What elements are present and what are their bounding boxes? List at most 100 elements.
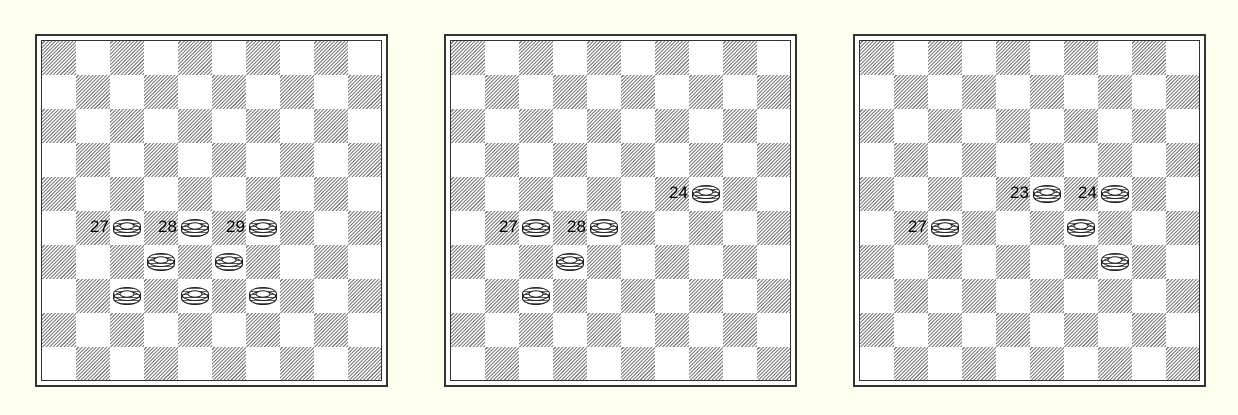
dark-square bbox=[860, 313, 894, 347]
square-number-label: 27 bbox=[90, 218, 109, 235]
checker-piece bbox=[214, 250, 244, 272]
dark-square bbox=[1132, 177, 1166, 211]
dark-square bbox=[76, 279, 110, 313]
light-square bbox=[212, 109, 246, 143]
checker-piece bbox=[1100, 182, 1130, 204]
light-square bbox=[485, 109, 519, 143]
dark-square bbox=[553, 279, 587, 313]
light-square bbox=[42, 347, 76, 381]
dark-square bbox=[587, 109, 621, 143]
dark-square bbox=[212, 347, 246, 381]
light-square bbox=[996, 75, 1030, 109]
dark-square bbox=[962, 75, 996, 109]
dark-square bbox=[553, 143, 587, 177]
dark-square bbox=[1098, 347, 1132, 381]
light-square bbox=[1098, 313, 1132, 347]
dark-square bbox=[348, 279, 382, 313]
dark-square bbox=[110, 177, 144, 211]
dark-square bbox=[655, 313, 689, 347]
dark-square bbox=[348, 75, 382, 109]
light-square bbox=[1030, 41, 1064, 75]
light-square bbox=[280, 313, 314, 347]
light-square bbox=[587, 279, 621, 313]
checker-piece bbox=[112, 216, 142, 238]
square-number-label: 27 bbox=[499, 218, 518, 235]
light-square bbox=[962, 245, 996, 279]
light-square bbox=[723, 75, 757, 109]
light-square bbox=[212, 41, 246, 75]
light-square bbox=[962, 41, 996, 75]
dark-square bbox=[621, 143, 655, 177]
checker-piece bbox=[248, 216, 278, 238]
dark-square bbox=[348, 211, 382, 245]
dark-square bbox=[314, 245, 348, 279]
dark-square bbox=[519, 109, 553, 143]
checker-piece bbox=[180, 284, 210, 306]
checker-piece bbox=[1100, 250, 1130, 272]
light-square bbox=[723, 211, 757, 245]
light-square bbox=[894, 109, 928, 143]
light-square bbox=[76, 177, 110, 211]
dark-square bbox=[178, 313, 212, 347]
dark-square bbox=[1098, 143, 1132, 177]
dark-square bbox=[996, 109, 1030, 143]
light-square bbox=[1098, 41, 1132, 75]
dark-square bbox=[928, 41, 962, 75]
light-square bbox=[1132, 75, 1166, 109]
dark-square bbox=[1132, 109, 1166, 143]
light-square bbox=[1098, 109, 1132, 143]
checker-piece bbox=[555, 250, 585, 272]
dark-square bbox=[485, 75, 519, 109]
dark-square bbox=[928, 245, 962, 279]
dark-square bbox=[1132, 245, 1166, 279]
light-square bbox=[723, 347, 757, 381]
dark-square bbox=[655, 41, 689, 75]
light-square bbox=[1030, 109, 1064, 143]
dark-square bbox=[144, 75, 178, 109]
light-square bbox=[860, 211, 894, 245]
light-square bbox=[1166, 177, 1200, 211]
dark-square bbox=[314, 313, 348, 347]
light-square bbox=[1064, 279, 1098, 313]
light-square bbox=[757, 177, 791, 211]
board-grid bbox=[451, 41, 791, 381]
dark-square bbox=[178, 109, 212, 143]
dark-square bbox=[860, 245, 894, 279]
light-square bbox=[314, 143, 348, 177]
square-number-label: 28 bbox=[567, 218, 586, 235]
dark-square bbox=[689, 347, 723, 381]
dark-square bbox=[42, 41, 76, 75]
dark-square bbox=[1132, 41, 1166, 75]
dark-square bbox=[962, 211, 996, 245]
dark-square bbox=[860, 41, 894, 75]
dark-square bbox=[246, 313, 280, 347]
light-square bbox=[1030, 245, 1064, 279]
dark-square bbox=[485, 143, 519, 177]
dark-square bbox=[621, 279, 655, 313]
dark-square bbox=[178, 41, 212, 75]
dark-square bbox=[1064, 313, 1098, 347]
light-square bbox=[42, 279, 76, 313]
light-square bbox=[212, 313, 246, 347]
dark-square bbox=[110, 41, 144, 75]
square-number-label: 24 bbox=[669, 184, 688, 201]
light-square bbox=[110, 75, 144, 109]
checker-piece bbox=[1066, 216, 1096, 238]
dark-square bbox=[1166, 75, 1200, 109]
dark-square bbox=[928, 313, 962, 347]
light-square bbox=[1166, 313, 1200, 347]
light-square bbox=[757, 245, 791, 279]
board-frame: 24 27 28 bbox=[450, 40, 791, 381]
dark-square bbox=[894, 279, 928, 313]
dark-square bbox=[689, 143, 723, 177]
board-2: 24 27 28 bbox=[444, 34, 797, 387]
light-square bbox=[894, 177, 928, 211]
light-square bbox=[451, 279, 485, 313]
light-square bbox=[451, 347, 485, 381]
light-square bbox=[1132, 347, 1166, 381]
light-square bbox=[1166, 41, 1200, 75]
light-square bbox=[246, 143, 280, 177]
dark-square bbox=[110, 313, 144, 347]
dark-square bbox=[280, 347, 314, 381]
dark-square bbox=[246, 41, 280, 75]
